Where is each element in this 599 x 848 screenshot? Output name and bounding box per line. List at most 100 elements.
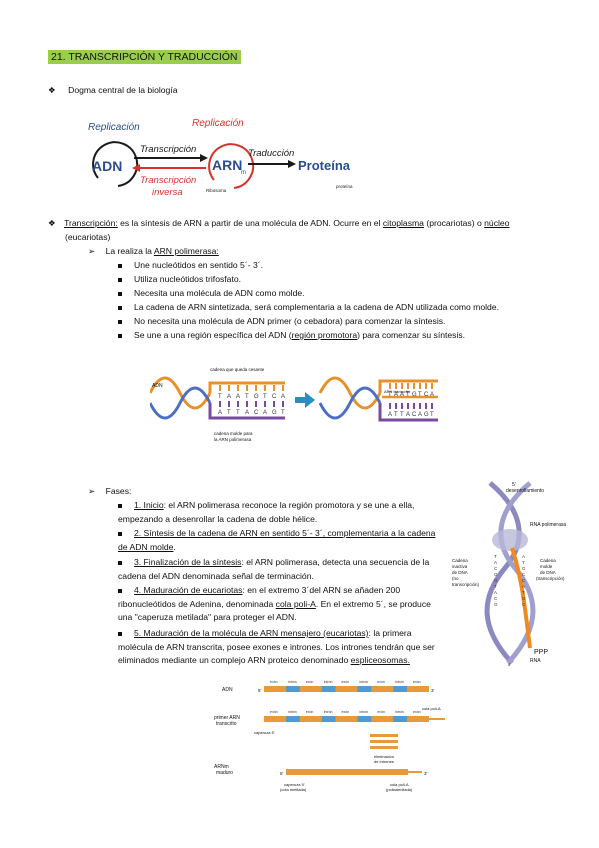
- rna-strand: [510, 547, 532, 649]
- helix-figure: desenrollamiento RNA polimerasa Cadena i…: [452, 481, 566, 666]
- base-pair-bar: [419, 383, 421, 389]
- fase-text: : la primera molécula de ARN transcrita,…: [118, 628, 435, 665]
- base-pair-bar: [246, 401, 248, 407]
- list-item: Une nucleótidos en sentido 5´- 3´.: [118, 259, 263, 273]
- eliminacion-label: eliminación: [374, 754, 394, 759]
- fase-text: : en el extremo 3´del ARN se añaden 200 …: [118, 585, 401, 609]
- base-pair-bar: [282, 401, 284, 407]
- proteina-label: Proteína: [298, 158, 351, 173]
- base-pair-bar: [228, 401, 230, 407]
- square-bullet-icon: [118, 560, 122, 565]
- primer-arn-label: primer ARN: [214, 715, 240, 721]
- exon-label: exón: [306, 680, 314, 684]
- rna-polimerasa-label: RNA polimerasa: [530, 522, 566, 528]
- cadena-molde-label: de DNA: [540, 570, 556, 575]
- base-letter: T: [406, 392, 410, 398]
- intron-label: intrón: [395, 680, 404, 684]
- five-prime-label: 5': [280, 771, 284, 776]
- exon-label: exón: [342, 710, 350, 714]
- cola-poli-a-label: cola poli-A: [422, 706, 441, 711]
- transcripcion-text-a: es la síntesis de ARN a partir de una mo…: [117, 218, 383, 228]
- base-letter: T: [281, 410, 285, 416]
- base-letter: T: [418, 392, 422, 398]
- citoplasma-link: citoplasma: [382, 218, 424, 228]
- arrow-head: [132, 164, 140, 172]
- espliceosomas-link: espliceosomas.: [350, 655, 410, 665]
- base-letter: C: [424, 392, 429, 398]
- list-item: Necesita una molécula de ADN como molde.: [118, 287, 305, 301]
- transcripcion-term: Transcripción:: [64, 218, 118, 228]
- base-letter: A: [245, 410, 249, 416]
- exon-segment: [264, 716, 286, 722]
- base-pair-bar: [219, 401, 221, 407]
- strand-top: [150, 376, 212, 410]
- base-letter: T: [236, 410, 240, 416]
- traduccion-label: Traducción: [248, 148, 294, 159]
- base-letter: T: [263, 394, 267, 400]
- base-letter: T: [227, 410, 231, 416]
- cadena-inactiva-label: transcripción): [452, 582, 480, 587]
- base-pair-bar: [407, 403, 409, 409]
- replicacion-left-label: Replicación: [88, 122, 140, 133]
- list-item-text: La cadena de ARN sintetizada, será compl…: [134, 302, 499, 312]
- helix-base-letter: G: [494, 602, 498, 607]
- caperuza-label: caperuza 5': [254, 730, 275, 735]
- strand-top-right: [318, 376, 382, 410]
- base-pair-bar: [389, 383, 391, 389]
- base-pair-bar: [431, 403, 433, 409]
- base-pair-bar: [431, 383, 433, 389]
- fase-label: 1. Inicio: [134, 500, 164, 510]
- dogma-heading: Dogma central de la biología: [68, 85, 178, 95]
- list-item-text: Necesita una molécula de ADN como molde.: [134, 288, 305, 298]
- square-bullet-icon: [118, 588, 122, 593]
- exon-segment: [299, 686, 322, 692]
- cadena-cesante-label: cadena que queda cesante: [210, 367, 265, 372]
- removed-introns: [370, 734, 398, 749]
- exon-segment: [264, 686, 286, 692]
- list-item-text: Se une a una región específica del ADN (: [134, 330, 292, 340]
- desenrollamiento-label: desenrollamiento: [506, 488, 544, 494]
- exon-segment: [371, 686, 394, 692]
- arn-polimerasa-link: ARN polimerasa:: [153, 246, 219, 256]
- list-item: Se une a una región específica del ADN (…: [118, 329, 465, 343]
- exon-segment: [371, 716, 394, 722]
- square-bullet-icon: [118, 305, 122, 310]
- intron-label: intrón: [288, 680, 297, 684]
- arrow-bullet-icon: ➢: [88, 246, 96, 256]
- square-bullet-icon: [118, 333, 122, 338]
- base-letter: G: [424, 412, 429, 418]
- diamond-bullet-icon: ❖: [48, 85, 56, 95]
- base-pair-bar: [401, 383, 403, 389]
- cadena-molde-label: molde: [540, 564, 553, 569]
- strand-top-open-right: [378, 379, 438, 393]
- arn-label: ARN: [212, 157, 242, 173]
- intron-label: intrón: [360, 710, 369, 714]
- primer-arn-label: transcrito: [216, 721, 237, 727]
- square-bullet-icon: [118, 277, 122, 282]
- square-bullet-icon: [118, 319, 122, 324]
- helix-base-letter: C: [494, 566, 498, 571]
- arnm-label: ARNm: [214, 764, 229, 770]
- three-prime-label: 3': [424, 771, 428, 776]
- base-pair-bar: [407, 383, 409, 389]
- exon-label: exón: [377, 710, 385, 714]
- base-letter: A: [227, 394, 231, 400]
- fase-label: 4. Maduración de eucariotas: [134, 585, 243, 595]
- base-pair-bar: [419, 403, 421, 409]
- list-item: La cadena de ARN sintetizada, será compl…: [118, 301, 499, 315]
- five-prime-label: 5': [258, 688, 262, 693]
- cadena-molde-label-1: cadena molde para: [214, 431, 253, 436]
- exon-label: exón: [306, 710, 314, 714]
- strand-bottom-open-right: [378, 403, 438, 422]
- fase-text: : el ARN polimerasa reconoce la región p…: [118, 500, 415, 524]
- exon-segment: [299, 716, 322, 722]
- base-pair-bar: [282, 385, 284, 391]
- helix-strand-a: [484, 481, 522, 665]
- caperuza-bottom-label: caperuza 5': [284, 782, 305, 787]
- rna-polimerasa-shape: [492, 529, 528, 551]
- fases-heading-item: ➢ Fases:: [88, 485, 131, 499]
- list-item: No necesita una molécula de ADN primer (…: [118, 315, 445, 329]
- helix-base-letter: T: [522, 590, 525, 595]
- helix-base-letter: A: [522, 554, 525, 559]
